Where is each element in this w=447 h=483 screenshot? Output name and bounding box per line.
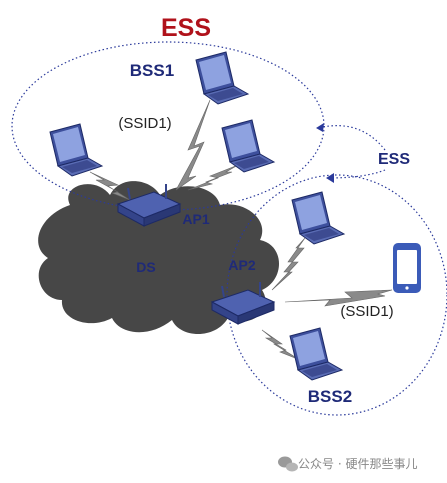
watermark-text: 公众号 · 硬件那些事儿	[298, 457, 417, 471]
wireless-link-top-laptop	[175, 99, 211, 191]
watermark: 公众号 · 硬件那些事儿	[278, 456, 417, 472]
ess-arrow-top-head	[316, 123, 324, 132]
laptop-icon	[195, 51, 249, 105]
wireless-link-left-laptop	[89, 171, 131, 201]
wireless-link-right-laptop	[187, 164, 239, 191]
ess-arrow-top	[317, 125, 386, 151]
bss1-label: BSS1	[130, 61, 174, 80]
bss2-label: BSS2	[308, 387, 352, 406]
wireless-link-bss2-bottom	[261, 329, 301, 361]
bss1-ssid-label: (SSID1)	[118, 115, 171, 132]
ds-label: DS	[136, 259, 155, 275]
ap2-label: AP2	[228, 257, 255, 273]
wechat-icon	[278, 456, 298, 472]
wireless-link-phone	[284, 289, 393, 307]
diagram-title: ESS	[161, 14, 211, 42]
bss2-ssid-label: (SSID1)	[340, 303, 393, 320]
smartphone-icon	[393, 243, 421, 293]
laptop-icon	[289, 327, 343, 381]
ess-arrow-bottom-head	[326, 173, 334, 183]
ess-side-label: ESS	[378, 151, 410, 168]
wireless-link-bss2-top	[271, 237, 306, 291]
laptop-icon	[49, 123, 103, 177]
laptop-icon	[291, 191, 345, 245]
ess-arrow-bottom	[327, 169, 386, 179]
ds-cloud	[38, 181, 280, 334]
bss2-ellipse	[226, 174, 447, 416]
laptop-icon	[221, 119, 275, 173]
ap1-label: AP1	[182, 211, 209, 227]
